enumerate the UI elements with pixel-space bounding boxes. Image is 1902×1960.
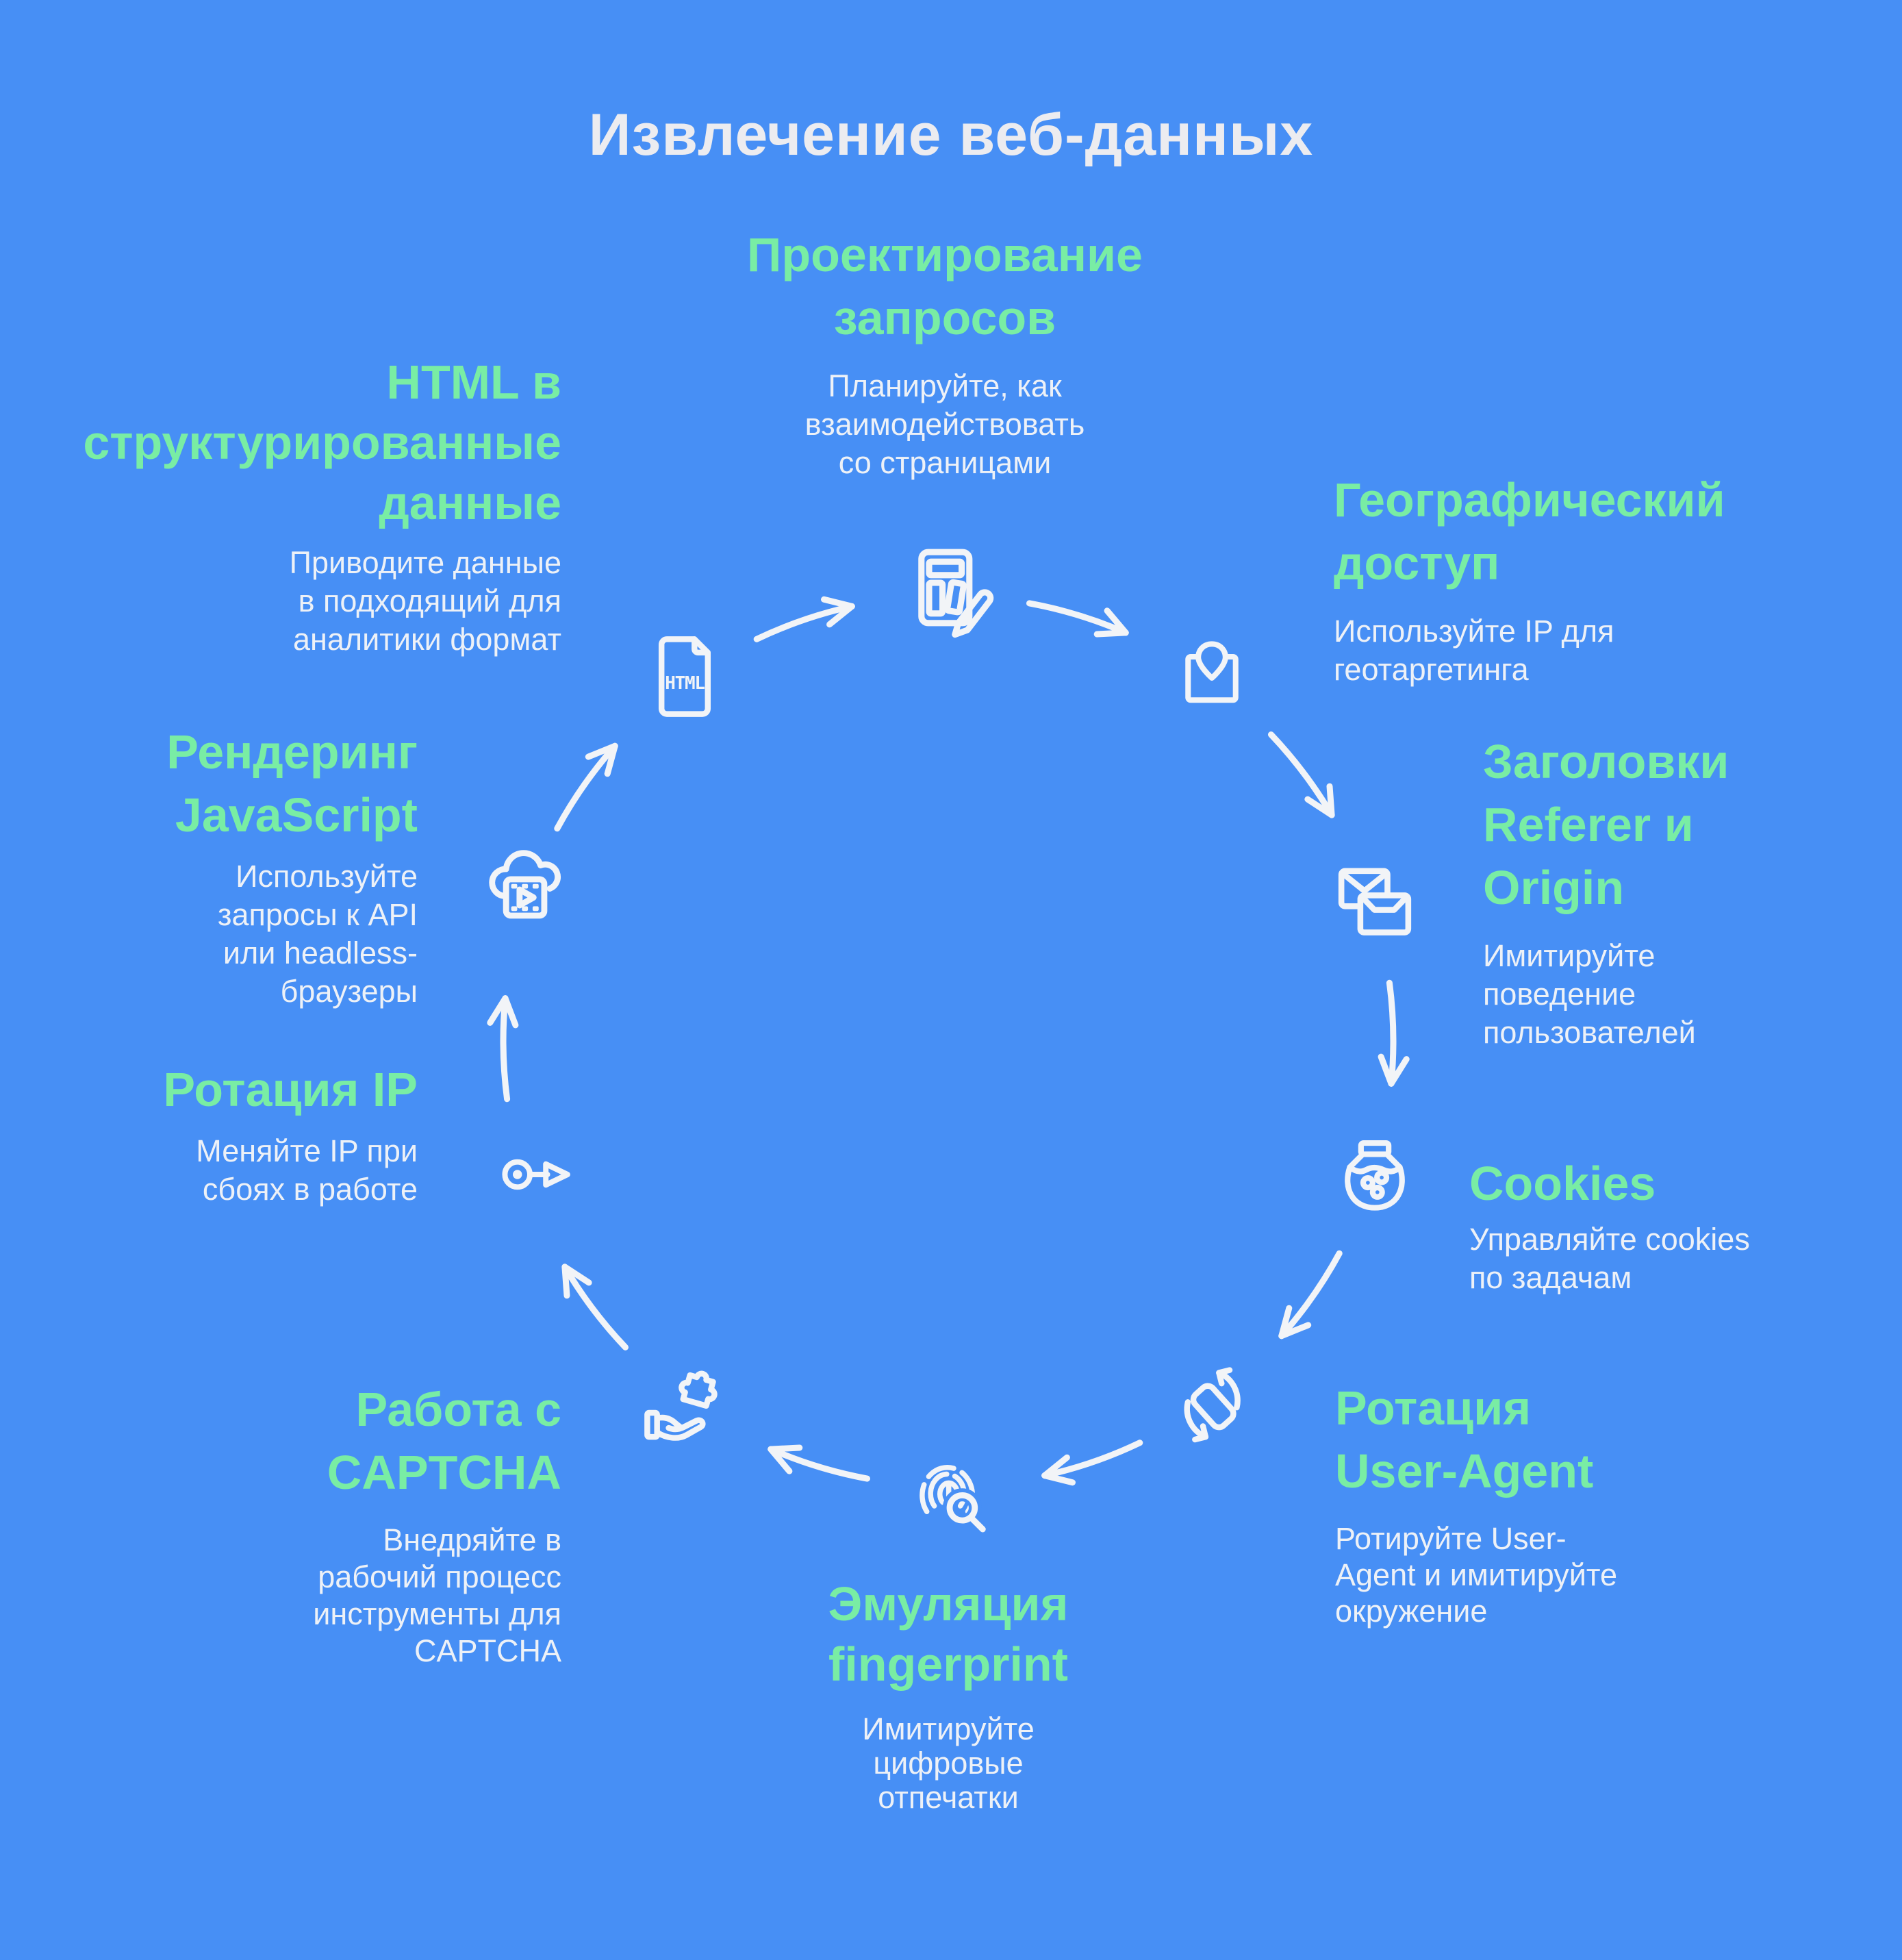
step-description: Используйте IP для геотаргетинга	[1334, 614, 1614, 687]
step-referer-origin-headers: Заголовки Referer и Origin Имитируйте по…	[1483, 730, 1866, 1052]
step-heading: HTML в структурированные данные	[83, 355, 561, 529]
step-heading: Географический доступ	[1334, 473, 1725, 590]
cycle-arrow	[1278, 1250, 1343, 1340]
html-file-icon: HTML	[640, 632, 729, 721]
cycle-arrow	[1378, 979, 1410, 1087]
step-geo-access: Географический доступ Используйте IP для…	[1334, 468, 1827, 689]
step-description: Используйте запросы к API или headless- …	[217, 859, 418, 1009]
envelopes-icon	[1330, 857, 1420, 948]
step-description: Планируйте, как взаимодействовать со стр…	[804, 368, 1085, 480]
step-html-to-structured-data: HTML в структурированные данные Приводит…	[41, 352, 561, 659]
svg-text:HTML: HTML	[665, 673, 705, 694]
step-captcha-handling: Работа с CAPTCHA Внедряйте в рабочий про…	[151, 1378, 561, 1670]
step-heading: Эмуляция fingerprint	[828, 1577, 1069, 1691]
cookie-jar-icon	[1332, 1136, 1418, 1222]
cycle-arrow	[1026, 600, 1129, 638]
step-description: Меняйте IP при сбоях в работе	[196, 1133, 418, 1207]
cycle-arrow	[487, 995, 519, 1103]
puzzle-hand-icon	[640, 1359, 729, 1448]
cycle-arrow	[1041, 1440, 1143, 1486]
cycle-arrow	[753, 596, 855, 642]
step-description: Имитируйте поведение пользователей	[1483, 938, 1696, 1050]
step-description: Приводите данные в подходящий для аналит…	[289, 545, 561, 657]
page-title: Извлечение веб-данных	[588, 102, 1314, 168]
step-heading: Заголовки Referer и Origin	[1483, 735, 1729, 914]
step-heading: Cookies	[1469, 1157, 1656, 1210]
step-javascript-rendering: Рендеринг JavaScript Используйте запросы…	[75, 720, 418, 1011]
cloud-video-icon	[477, 846, 570, 939]
step-description: Управляйте cookies по задачам	[1469, 1222, 1750, 1295]
step-ip-rotation: Ротация IP Меняйте IP при сбоях в работе	[75, 1058, 418, 1209]
cycle-arrow	[561, 1264, 629, 1350]
step-description: Внедряйте в рабочий процесс инструменты …	[313, 1522, 561, 1668]
cycle-arrow	[768, 1444, 870, 1482]
key-arrow-icon	[496, 1133, 579, 1216]
cycle-arrow	[554, 742, 618, 832]
cycle-arrow	[1268, 731, 1335, 818]
phone-rotation-icon	[1167, 1359, 1256, 1448]
step-heading: Ротация User-Agent	[1335, 1381, 1594, 1498]
map-pin-icon	[1169, 636, 1254, 720]
browser-edit-icon	[900, 544, 996, 640]
step-description: Ротируйте User- Agent и имитируйте окруж…	[1335, 1521, 1617, 1629]
step-heading: Ротация IP	[163, 1063, 418, 1116]
step-heading: Рендеринг JavaScript	[166, 725, 418, 842]
fingerprint-search-icon	[902, 1446, 995, 1540]
step-heading: Проектирование запросов	[747, 228, 1143, 344]
step-cookies: Cookies Управляйте cookies по задачам	[1469, 1152, 1894, 1297]
step-heading: Работа с CAPTCHA	[327, 1383, 561, 1499]
step-fingerprint-emulation: Эмуляция fingerprint Имитируйте цифровые…	[674, 1574, 1222, 1815]
step-description: Имитируйте цифровые отпечатки	[862, 1711, 1035, 1815]
step-design-requests: Проектирование запросов Планируйте, как …	[603, 223, 1287, 482]
step-user-agent-rotation: Ротация User-Agent Ротируйте User- Agent…	[1335, 1377, 1773, 1629]
